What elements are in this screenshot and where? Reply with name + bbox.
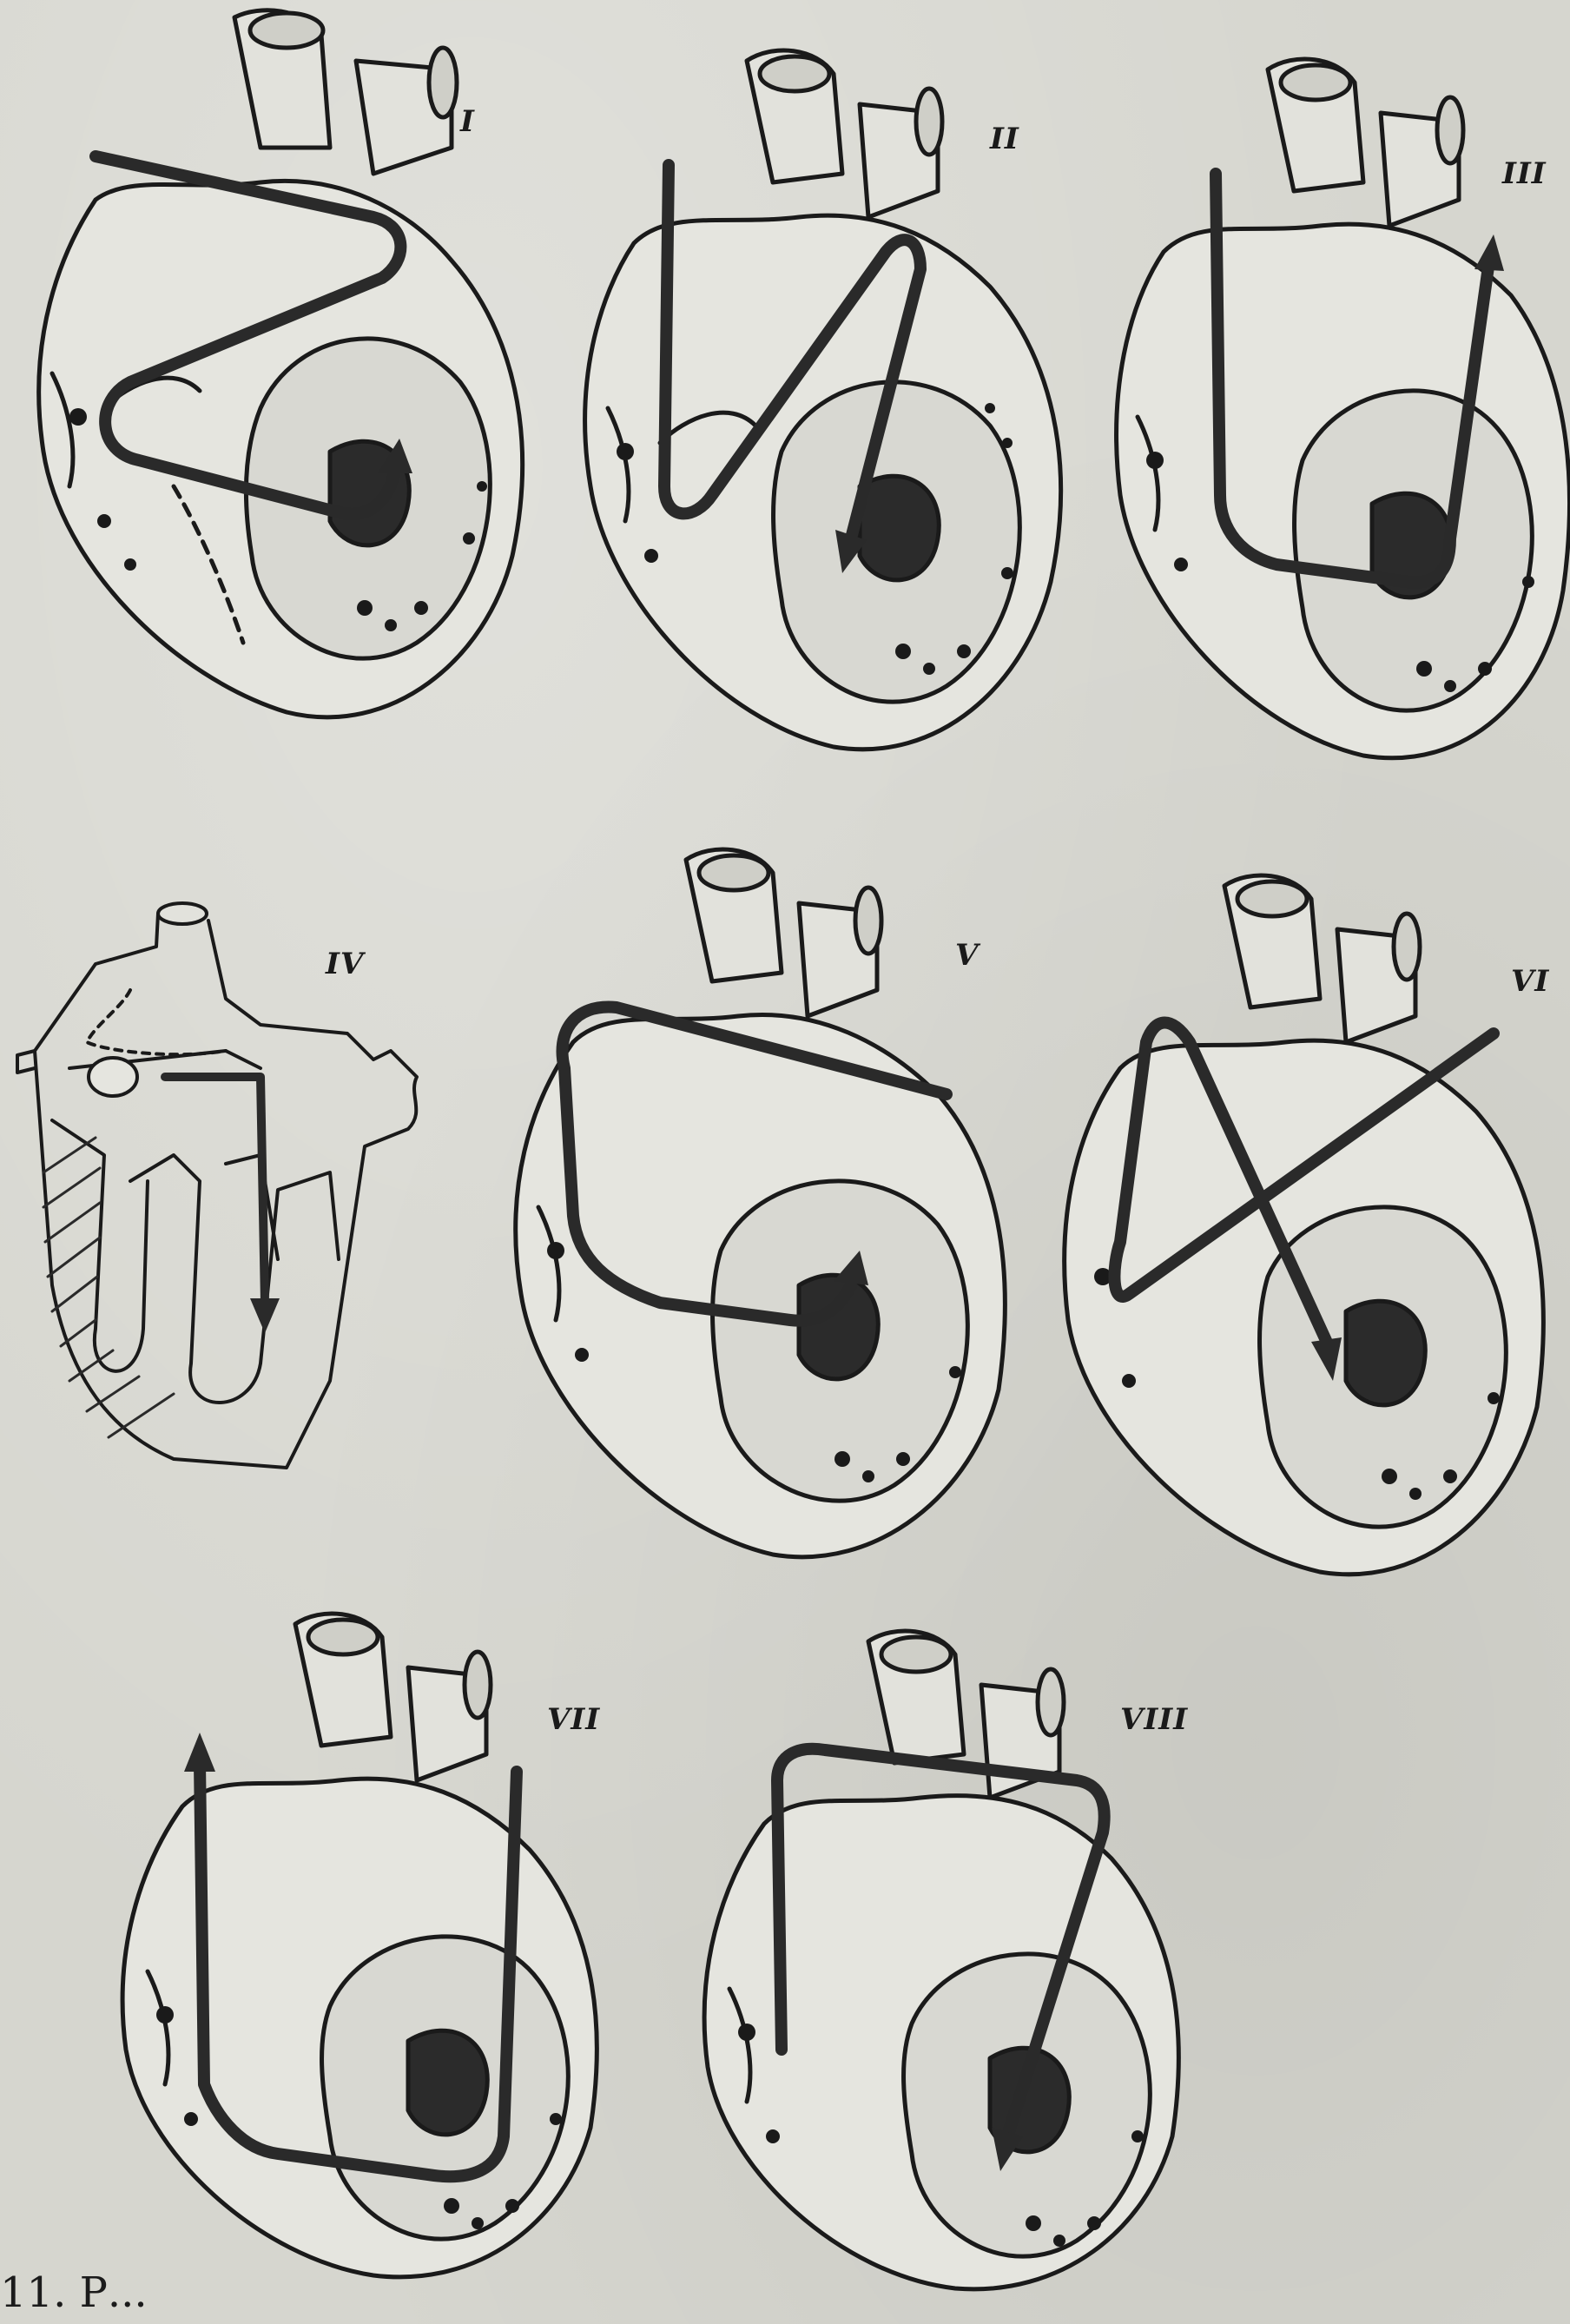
panel-label-I: I (460, 104, 475, 139)
panel-label-VI: VI (1511, 964, 1549, 999)
heart-drawing-VI (1042, 860, 1570, 1581)
heart-drawing-III (1094, 43, 1570, 773)
heart-panel-VIII: VIII (677, 1615, 1216, 2293)
heart-drawing-VII (87, 1598, 625, 2284)
heart-drawing-I (0, 0, 538, 747)
figure-caption: 11. Р... (0, 2268, 148, 2317)
panel-label-VII: VII (547, 1702, 600, 1737)
panel-label-II: II (990, 122, 1019, 156)
heart-panel-VI: VI (1042, 860, 1570, 1581)
heart-panel-III: III (1094, 43, 1570, 773)
heart-schematic-IV (0, 895, 452, 1502)
heart-panel-IV: IV (0, 895, 452, 1502)
panel-label-V: V (955, 938, 979, 973)
heart-panel-I: I (0, 0, 538, 747)
heart-drawing-V (486, 834, 1025, 1563)
panel-label-III: III (1502, 156, 1547, 191)
panel-label-IV: IV (326, 947, 364, 981)
panel-label-VIII: VIII (1120, 1702, 1188, 1737)
heart-panel-II: II (556, 35, 1077, 764)
heart-panel-VII: VII (87, 1598, 625, 2284)
heart-panel-V: V (486, 834, 1025, 1563)
